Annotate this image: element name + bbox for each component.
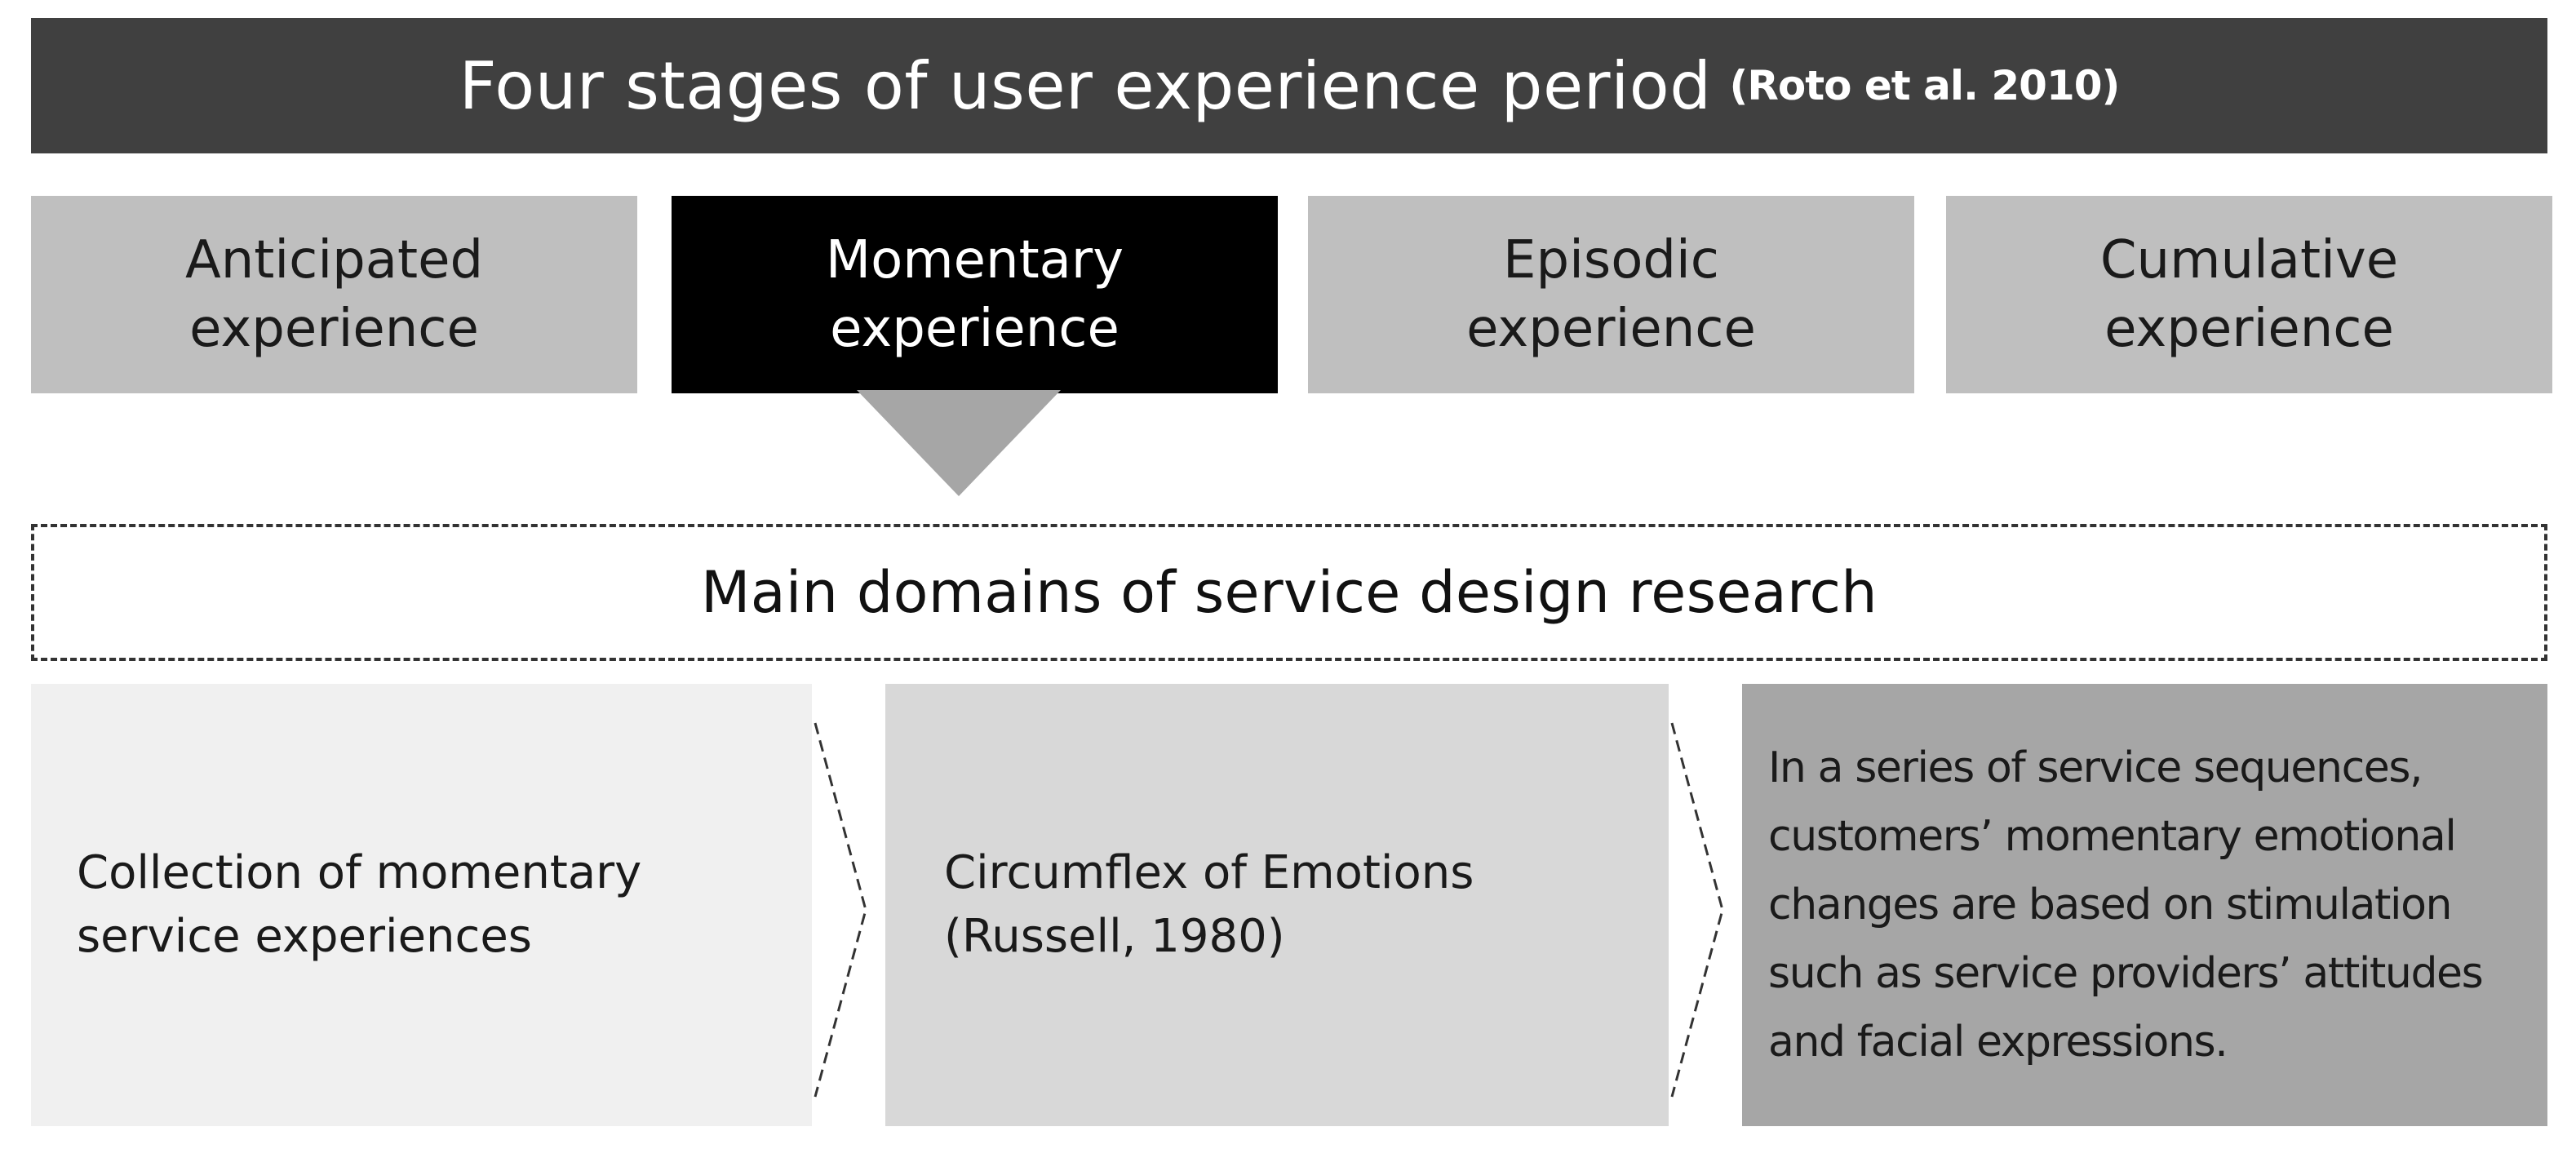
panel-circumflex: Circumflex of Emotions (Russell, 1980)	[885, 684, 1669, 1126]
panel-description: In a series of service sequences, custom…	[1742, 684, 2547, 1126]
stage-momentary: Momentary experience	[672, 196, 1278, 393]
panel-text: Collection of momentary service experien…	[77, 846, 642, 963]
stage-anticipated: Anticipated experience	[31, 196, 637, 393]
stage-label: Momentary experience	[825, 230, 1124, 359]
panel-collection: Collection of momentary service experien…	[31, 684, 812, 1126]
stage-episodic: Episodic experience	[1308, 196, 1914, 393]
chevron-right-icon	[1670, 722, 1724, 1098]
domain-title: Main domains of service design research	[701, 559, 1878, 626]
panel-text: In a series of service sequences, custom…	[1768, 743, 2484, 1067]
pointer-triangle-icon	[857, 390, 1061, 496]
stage-label: Cumulative experience	[2099, 230, 2399, 359]
panel-text: Circumflex of Emotions (Russell, 1980)	[944, 846, 1474, 963]
diagram-header: Four stages of user experience period (R…	[31, 18, 2547, 153]
stage-label: Episodic experience	[1466, 230, 1756, 359]
stage-cumulative: Cumulative experience	[1946, 196, 2552, 393]
domain-box: Main domains of service design research	[31, 524, 2547, 661]
stage-label: Anticipated experience	[184, 230, 484, 359]
header-citation: (Roto et al. 2010)	[1729, 62, 2121, 109]
header-title: Four stages of user experience period	[459, 47, 1712, 124]
chevron-right-icon	[814, 722, 867, 1098]
